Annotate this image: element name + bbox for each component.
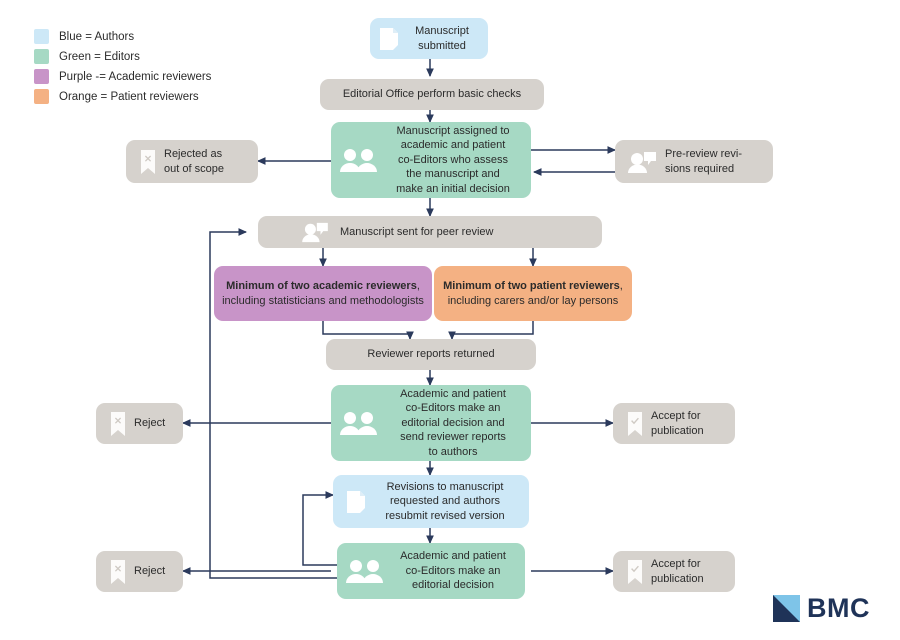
legend-label: Orange = Patient reviewers (59, 90, 199, 103)
person-comment-icon (300, 221, 330, 243)
edge-patient-to-reports (448, 321, 534, 341)
node-reviewer-reports-returned[interactable]: Reviewer reports returned (326, 339, 536, 370)
color-swatch-orange (34, 89, 49, 104)
node-label: Reviewer reports returned (367, 348, 495, 361)
two-people-icon (339, 410, 379, 436)
legend-item-green: Green = Editors (34, 48, 274, 65)
node-label: Manuscript sent for peer review (340, 225, 494, 238)
node-label: Minimum of two patient reviewers, includ… (443, 279, 623, 307)
legend: Blue = Authors Green = Editors Purple -=… (34, 28, 274, 108)
legend-label: Green = Editors (59, 50, 140, 63)
node-reject-2[interactable]: Reject (96, 551, 183, 592)
bmc-logo: BMC (773, 595, 870, 622)
bookmark-check-icon (627, 559, 643, 585)
node-academic-reviewers[interactable]: Minimum of two academic reviewers, inclu… (214, 266, 432, 321)
node-basic-checks[interactable]: Editorial Office perform basic checks (320, 79, 544, 110)
color-swatch-purple (34, 69, 49, 84)
legend-item-purple: Purple -= Academic reviewers (34, 68, 274, 85)
node-pre-review-revisions[interactable]: Pre-review revi-sions required (615, 140, 773, 183)
two-people-icon (345, 558, 385, 584)
document-icon (378, 27, 400, 51)
bmc-logo-mark (773, 595, 800, 622)
bmc-logo-text: BMC (807, 593, 870, 623)
node-label: Reject (134, 565, 166, 578)
color-swatch-green (34, 49, 49, 64)
legend-label: Purple -= Academic reviewers (59, 70, 212, 83)
edge-academic-to-reports (322, 321, 414, 341)
bookmark-check-icon (627, 411, 643, 437)
legend-item-orange: Orange = Patient reviewers (34, 88, 274, 105)
node-reject-1[interactable]: Reject (96, 403, 183, 444)
person-comment-icon (627, 150, 657, 174)
legend-item-blue: Blue = Authors (34, 28, 274, 45)
bookmark-x-icon (110, 559, 126, 585)
document-icon (345, 490, 367, 514)
legend-label: Blue = Authors (59, 30, 135, 43)
color-swatch-blue (34, 29, 49, 44)
edge-final-to-revisions-loop (302, 491, 337, 566)
node-label: Editorial Office perform basic checks (342, 88, 522, 101)
node-label: Minimum of two academic reviewers, inclu… (222, 279, 424, 307)
node-label: Pre-review revi-sions required (665, 147, 743, 175)
node-label: Reject (134, 417, 166, 430)
node-sent-for-peer-review[interactable]: Manuscript sent for peer review (258, 216, 602, 248)
two-people-icon (339, 147, 379, 173)
bookmark-x-icon (110, 411, 126, 437)
node-patient-reviewers[interactable]: Minimum of two patient reviewers, includ… (434, 266, 632, 321)
bookmark-x-icon (140, 149, 156, 175)
